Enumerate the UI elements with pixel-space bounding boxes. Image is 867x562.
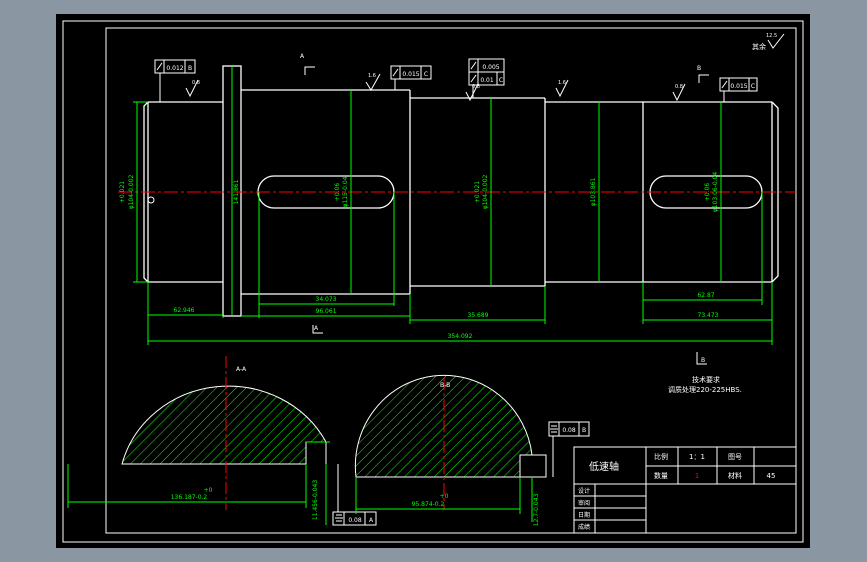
dim-sec-b-width: 95.874-0.2	[412, 501, 445, 508]
symmetry-frame-a: 0.08 A	[332, 464, 377, 526]
svg-text:B: B	[582, 427, 586, 434]
qty-label: 数量	[654, 471, 668, 480]
section-marker-b-bottom	[696, 352, 707, 365]
roughness-value-4: 1.6	[558, 80, 566, 86]
dim-v6-bot: φ103.06-0.04	[712, 172, 719, 213]
svg-text:C: C	[499, 77, 503, 84]
dim-v1-bot: φ104-0.002	[128, 174, 135, 209]
row-review: 审阅	[578, 499, 590, 507]
scale-value: 1：1	[689, 453, 705, 461]
drawing-no-label: 图号	[728, 453, 742, 461]
svg-text:0.015: 0.015	[730, 83, 747, 90]
tolerance-frame-2: 0.015 C	[390, 65, 432, 90]
material-label: 材料	[728, 471, 742, 480]
roughness-symbols	[185, 33, 785, 102]
material-value: 45	[767, 472, 776, 480]
dim-sec-a-top: +0	[204, 487, 213, 494]
section-marker-b-top	[698, 74, 709, 83]
tech-requirements-text: 调质处理220-225HBS.	[668, 385, 742, 394]
svg-text:A: A	[369, 517, 374, 524]
section-label-b-top: B	[697, 65, 701, 72]
row-design: 设计	[578, 487, 590, 495]
dim-h6: 73.473	[698, 312, 719, 319]
tolerance-frame-4: 0.015 C	[719, 77, 758, 102]
svg-text:C: C	[751, 83, 755, 90]
dim-h1: 62.946	[174, 307, 195, 314]
dim-sec-b-key: 12.7-0.043	[533, 493, 540, 526]
dim-h4: 35.689	[468, 312, 489, 319]
dim-v3-bot: φ115-0.04	[342, 176, 349, 207]
dim-h5: 62.87	[697, 292, 714, 299]
svg-text:0.012: 0.012	[166, 65, 183, 72]
tolerance-frame-3: 0.005 0.01 C	[468, 58, 505, 98]
center-marker	[147, 196, 155, 204]
length-dimensions	[147, 192, 773, 345]
dim-h3: 96.061	[316, 308, 337, 315]
roughness-value-1: 0.8	[192, 80, 200, 86]
tolerance-frame-1: 0.012 B	[154, 59, 196, 102]
section-a-dims	[67, 441, 330, 525]
roughness-value-2: 1.6	[368, 73, 376, 79]
section-a-a-label: A-A	[236, 366, 247, 373]
dim-sec-a-width: 136.187-0.2	[171, 494, 208, 501]
row-date: 日期	[578, 511, 590, 519]
section-b-dims	[355, 477, 533, 522]
section-label-a-bottom: A	[314, 325, 319, 332]
svg-text:0.01: 0.01	[480, 77, 494, 84]
dim-v2: 141.861	[233, 179, 240, 204]
part-name: 低速轴	[589, 460, 619, 473]
section-label-a-top: A	[300, 53, 305, 60]
symmetry-frame-b: 0.08 B	[548, 421, 590, 477]
section-b-b-label: B-B	[440, 382, 450, 389]
dim-sec-a-key: 11.456-0.043	[312, 480, 319, 521]
section-b-b	[354, 374, 547, 510]
section-label-b-bottom: B	[701, 357, 705, 364]
dim-v1-top: +0.021	[119, 181, 126, 203]
row-grade: 成绩	[578, 523, 590, 531]
dim-v4-top: +0.021	[474, 181, 481, 203]
shaft-drawing: +0.021 φ104-0.002 141.861 +0.06 φ115-0.0…	[62, 20, 804, 543]
svg-text:0.08: 0.08	[562, 427, 576, 434]
dim-v6-top: +0.06	[704, 183, 711, 202]
dim-v3-top: +0.06	[334, 183, 341, 202]
section-marker-a-bottom	[312, 325, 323, 334]
svg-text:0.08: 0.08	[348, 517, 362, 524]
svg-text:0.015: 0.015	[402, 71, 419, 78]
dim-total: 354.092	[448, 333, 473, 340]
diameter-dimensions	[133, 66, 722, 316]
section-a-a	[121, 356, 327, 510]
roughness-other-value: 12.5	[766, 33, 777, 39]
tech-requirements-title: 技术要求	[692, 375, 720, 384]
svg-text:B: B	[188, 65, 192, 72]
qty-value: 1	[695, 472, 699, 480]
outer-border	[62, 20, 804, 543]
cad-drawing-area: +0.021 φ104-0.002 141.861 +0.06 φ115-0.0…	[56, 14, 810, 548]
roughness-other-label: 其余	[752, 42, 766, 51]
svg-text:0.005: 0.005	[482, 64, 499, 71]
roughness-value-3: 0.8	[472, 84, 480, 90]
dim-sec-b-top: +0	[440, 493, 449, 500]
scale-label: 比例	[654, 452, 668, 461]
dim-v5: φ103.861	[590, 177, 597, 206]
roughness-value-5: 0.8	[675, 84, 683, 90]
title-block	[573, 446, 797, 534]
dim-h2: 34.073	[316, 296, 337, 303]
section-marker-a-top	[304, 66, 315, 75]
dim-v4-bot: φ104-0.002	[482, 174, 489, 209]
svg-text:C: C	[424, 71, 428, 78]
inner-border	[105, 27, 797, 534]
